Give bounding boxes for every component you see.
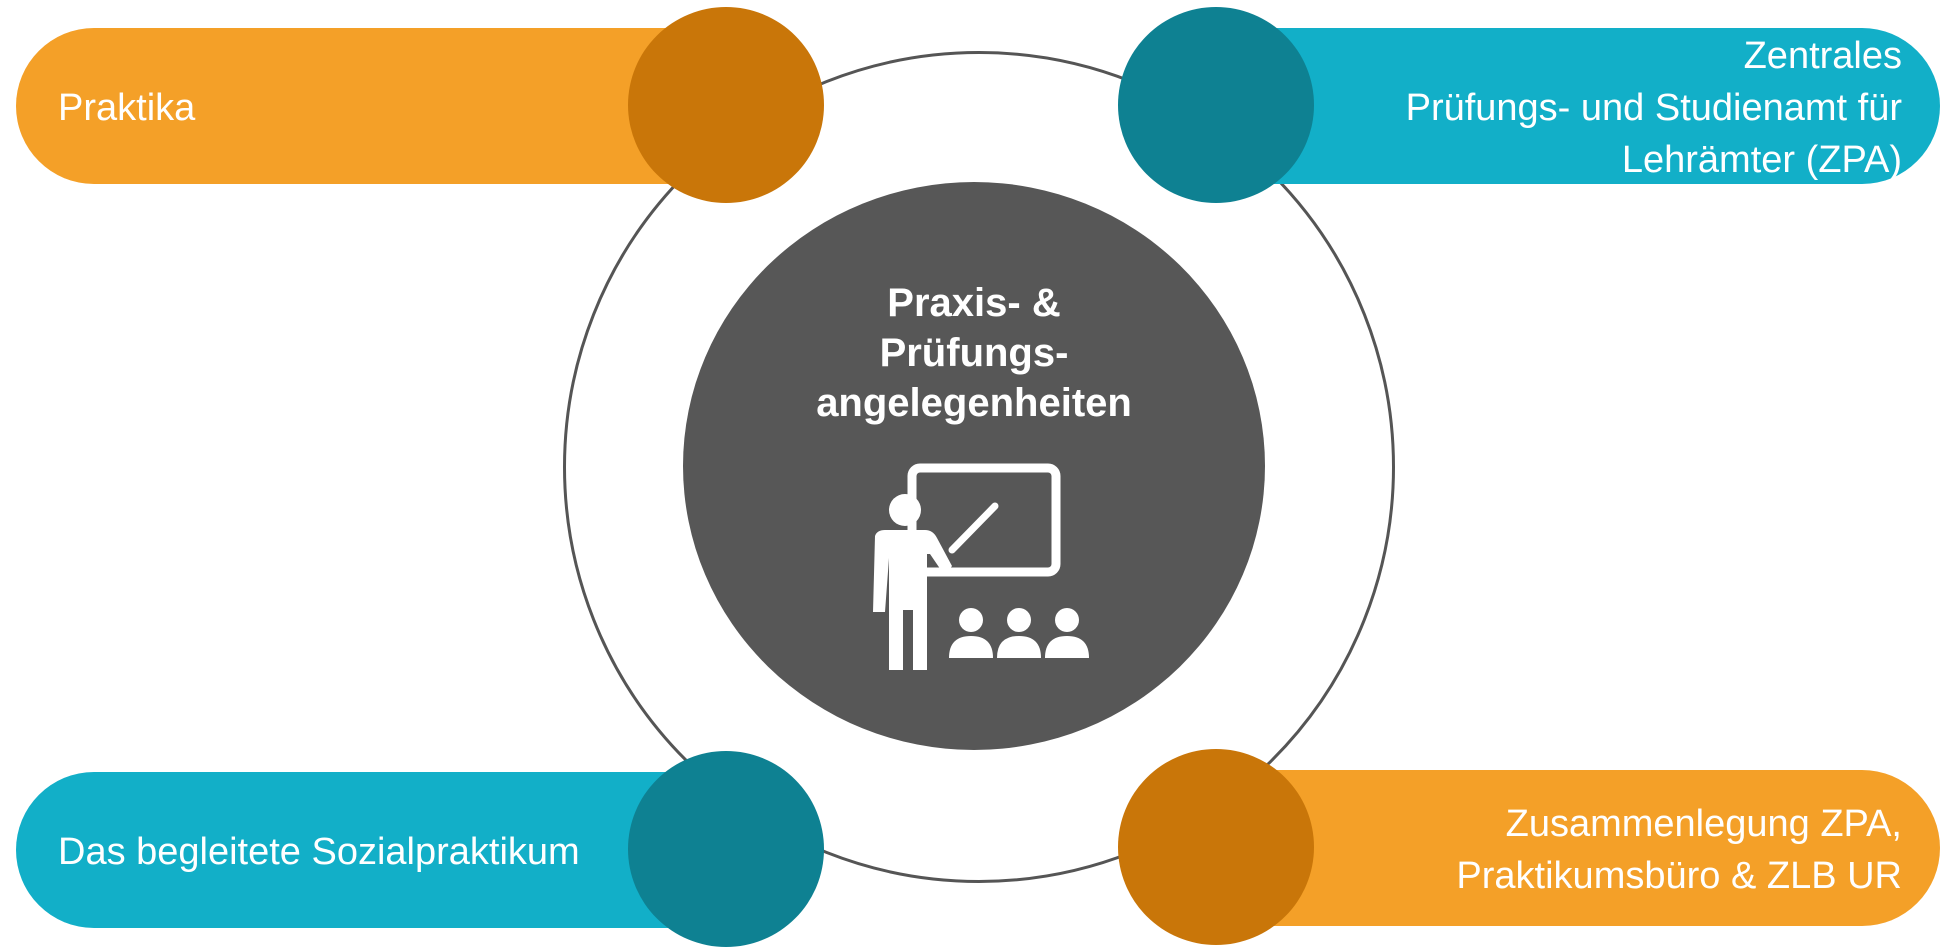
center-title-line-3: angelegenheiten — [816, 381, 1132, 425]
teacher-presentation-icon — [873, 463, 1089, 670]
pill-zpa-label: Zentrales Prüfungs- und Studienamt für L… — [1320, 30, 1902, 186]
zusammenlegung-line-1: Zusammenlegung ZPA, — [1505, 803, 1902, 845]
praktika-line-1: Praktika — [58, 87, 196, 129]
pill-sozialpraktikum-label: Das begleitete Sozialpraktikum — [58, 826, 638, 878]
zusammenlegung-line-2: Praktikumsbüro & ZLB UR — [1456, 855, 1902, 897]
pill-zusammenlegung-label: Zusammenlegung ZPA, Praktikumsbüro & ZLB… — [1320, 798, 1902, 902]
pill-praktika — [16, 28, 746, 184]
zpa-line-3: Lehrämter (ZPA) — [1621, 139, 1902, 181]
pill-praktika-label: Praktika — [58, 82, 618, 134]
outer-ring — [563, 51, 1395, 883]
sozialpraktikum-line-1: Das begleitete Sozialpraktikum — [58, 831, 580, 873]
zpa-line-2: Prüfungs- und Studienamt für — [1405, 87, 1902, 129]
disc-top-left — [628, 7, 824, 203]
disc-bottom-left — [628, 751, 824, 947]
zpa-line-1: Zentrales — [1743, 35, 1902, 77]
disc-bottom-right — [1118, 749, 1314, 945]
disc-top-right — [1118, 7, 1314, 203]
center-title-line-1: Praxis- & — [887, 281, 1061, 325]
center-title: Praxis- & Prüfungs- angelegenheiten — [683, 278, 1265, 428]
pill-zusammenlegung — [1190, 770, 1940, 926]
pill-zpa — [1190, 28, 1940, 184]
center-title-line-2: Prüfungs- — [879, 331, 1069, 375]
pill-sozialpraktikum — [16, 772, 746, 928]
